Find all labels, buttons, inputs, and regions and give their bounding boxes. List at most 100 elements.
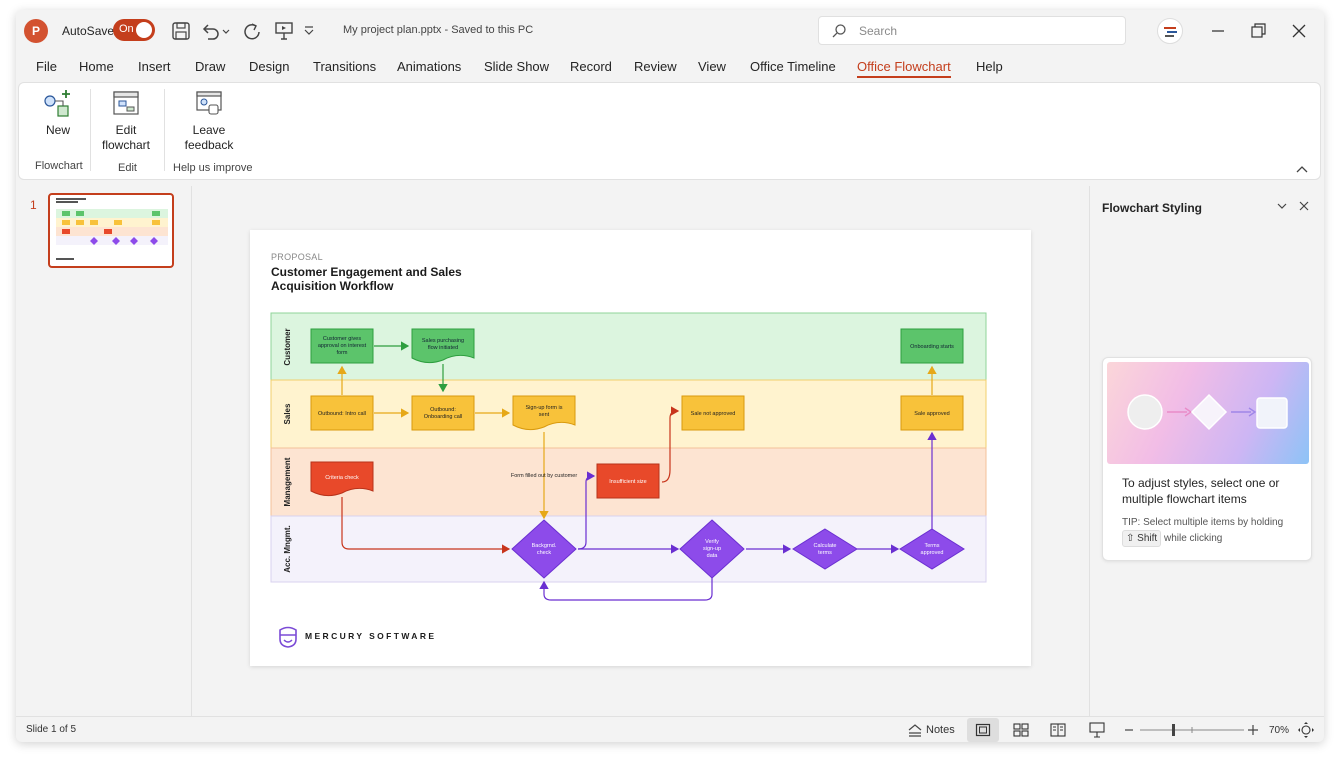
node-intro-call-label: Outbound: Intro call [318,411,366,417]
slide[interactable]: PROPOSAL Customer Engagement and Sales A… [250,230,1031,666]
pane-close-icon[interactable] [1298,200,1310,212]
minimize-icon[interactable] [1206,19,1230,43]
tab-record[interactable]: Record [570,59,612,74]
node-signup-sent[interactable] [512,395,576,431]
node-calculate-terms[interactable] [792,528,858,570]
connector [661,406,680,483]
node-onboarding-call-label: Outbound:Onboarding call [424,407,463,420]
present-icon[interactable] [273,20,295,42]
tip-text: TIP: Select multiple items by holding [1122,517,1284,528]
form-filled-label: Form filled out by customer [511,473,577,479]
tab-file[interactable]: File [36,59,57,74]
notes-button[interactable]: Notes [926,724,955,736]
node-insufficient-size[interactable] [596,463,660,499]
flowchart-styling-pane: Flowchart Styling To adjust styles, sele… [1089,186,1324,716]
edit-flowchart-button[interactable]: Edit flowchart [97,89,155,153]
tab-home[interactable]: Home [79,59,114,74]
lane-sales[interactable] [270,379,987,449]
tab-office-flowchart[interactable]: Office Flowchart [857,59,951,78]
avatar[interactable] [1157,18,1183,44]
node-intro-call[interactable] [310,395,374,431]
save-icon[interactable] [170,20,192,42]
redo-icon[interactable] [241,20,263,42]
zoom-slider[interactable] [1122,721,1262,739]
notes-icon[interactable] [906,721,924,739]
search-placeholder: Search [859,24,898,38]
autosave-toggle[interactable]: On [113,19,155,41]
brand-name: MERCURY SOFTWARE [305,631,437,641]
slide-title[interactable]: Customer Engagement and Sales Acquisitio… [271,265,462,293]
lane-label-customer: Customer [283,328,292,365]
flowchart[interactable]: Customer Sales Management Acc. Mngmt. [250,230,1031,666]
account-icon [1164,27,1177,37]
styling-tip: TIP: Select multiple items by holding ⇧ … [1122,515,1302,547]
slideshow-icon[interactable] [1088,721,1106,739]
title-bar: P AutoSave On My project plan.pptx [16,10,1324,52]
fit-slide-icon[interactable] [1297,721,1315,739]
node-onboarding-call[interactable] [411,395,475,431]
tab-help[interactable]: Help [976,59,1003,74]
styling-hint-card: To adjust styles, select one or multiple… [1102,357,1312,561]
leave-feedback-button[interactable]: Leave feedback [179,89,239,153]
flow-shapes-illustration [1127,393,1288,431]
tab-review[interactable]: Review [634,59,677,74]
collapse-ribbon-icon[interactable] [1295,165,1309,175]
tab-draw[interactable]: Draw [195,59,226,74]
node-background-check-label: Backgrnd.check [532,543,557,556]
tab-design[interactable]: Design [249,59,290,74]
tab-insert[interactable]: Insert [138,59,171,74]
powerpoint-window: P AutoSave On My project plan.pptx [16,10,1324,742]
node-onboarding-starts[interactable] [900,328,964,364]
zoom-level[interactable]: 70% [1269,725,1290,736]
tab-animations[interactable]: Animations [397,59,462,74]
slide-thumbnail[interactable] [48,193,174,268]
node-terms-approved[interactable] [899,528,965,570]
restore-icon[interactable] [1246,19,1270,43]
tab-office-timeline[interactable]: Office Timeline [750,59,836,74]
node-onboarding-starts-label: Onboarding starts [910,344,954,350]
node-sale-approved-label: Sale approved [914,411,949,417]
node-insufficient-size-label: Insufficient size [609,479,647,485]
flowchart-group-label: Flowchart [35,160,83,172]
customize-qat-icon[interactable] [302,20,316,42]
node-criteria-check[interactable] [310,461,374,497]
slide-counter: Slide 1 of 5 [26,724,77,735]
pane-title: Flowchart Styling [1102,201,1203,215]
undo-icon[interactable] [199,20,231,42]
normal-view-button[interactable] [967,718,999,742]
normal-view-icon [975,723,991,737]
new-flowchart-button[interactable]: New [33,89,83,138]
search-box[interactable]: Search [818,16,1126,45]
node-verify-data[interactable] [679,519,745,579]
close-icon[interactable] [1287,19,1311,43]
tab-transitions[interactable]: Transitions [313,59,377,74]
reading-view-icon[interactable] [1049,721,1067,739]
search-icon [832,24,846,38]
tab-slide-show[interactable]: Slide Show [484,59,550,74]
tab-view[interactable]: View [698,59,726,74]
help-improve-group-label: Help us improve [173,162,253,174]
node-sale-not-approved[interactable] [681,395,745,431]
toggle-knob [136,22,152,38]
edit-flowchart-label: Edit flowchart [101,123,151,152]
node-sale-approved[interactable] [900,395,964,431]
slide-thumbnail-preview [56,198,168,260]
edit-group-label: Edit [118,162,137,174]
tip-end-text: while clicking [1163,533,1223,544]
node-sales-flow[interactable] [411,328,475,364]
feedback-icon [196,91,222,115]
lane-label-management: Management [283,457,292,506]
chevron-down-icon[interactable] [1276,201,1288,211]
slide-sorter-icon[interactable] [1012,721,1030,739]
powerpoint-logo-icon: P [24,19,48,43]
slide-number: 1 [30,198,37,212]
autosave-state: On [119,23,134,35]
slide-thumbnail-pane: 1 [16,186,192,716]
node-background-check[interactable] [511,519,577,579]
node-customer-approval[interactable] [310,328,374,364]
edit-flowchart-icon [113,91,139,115]
